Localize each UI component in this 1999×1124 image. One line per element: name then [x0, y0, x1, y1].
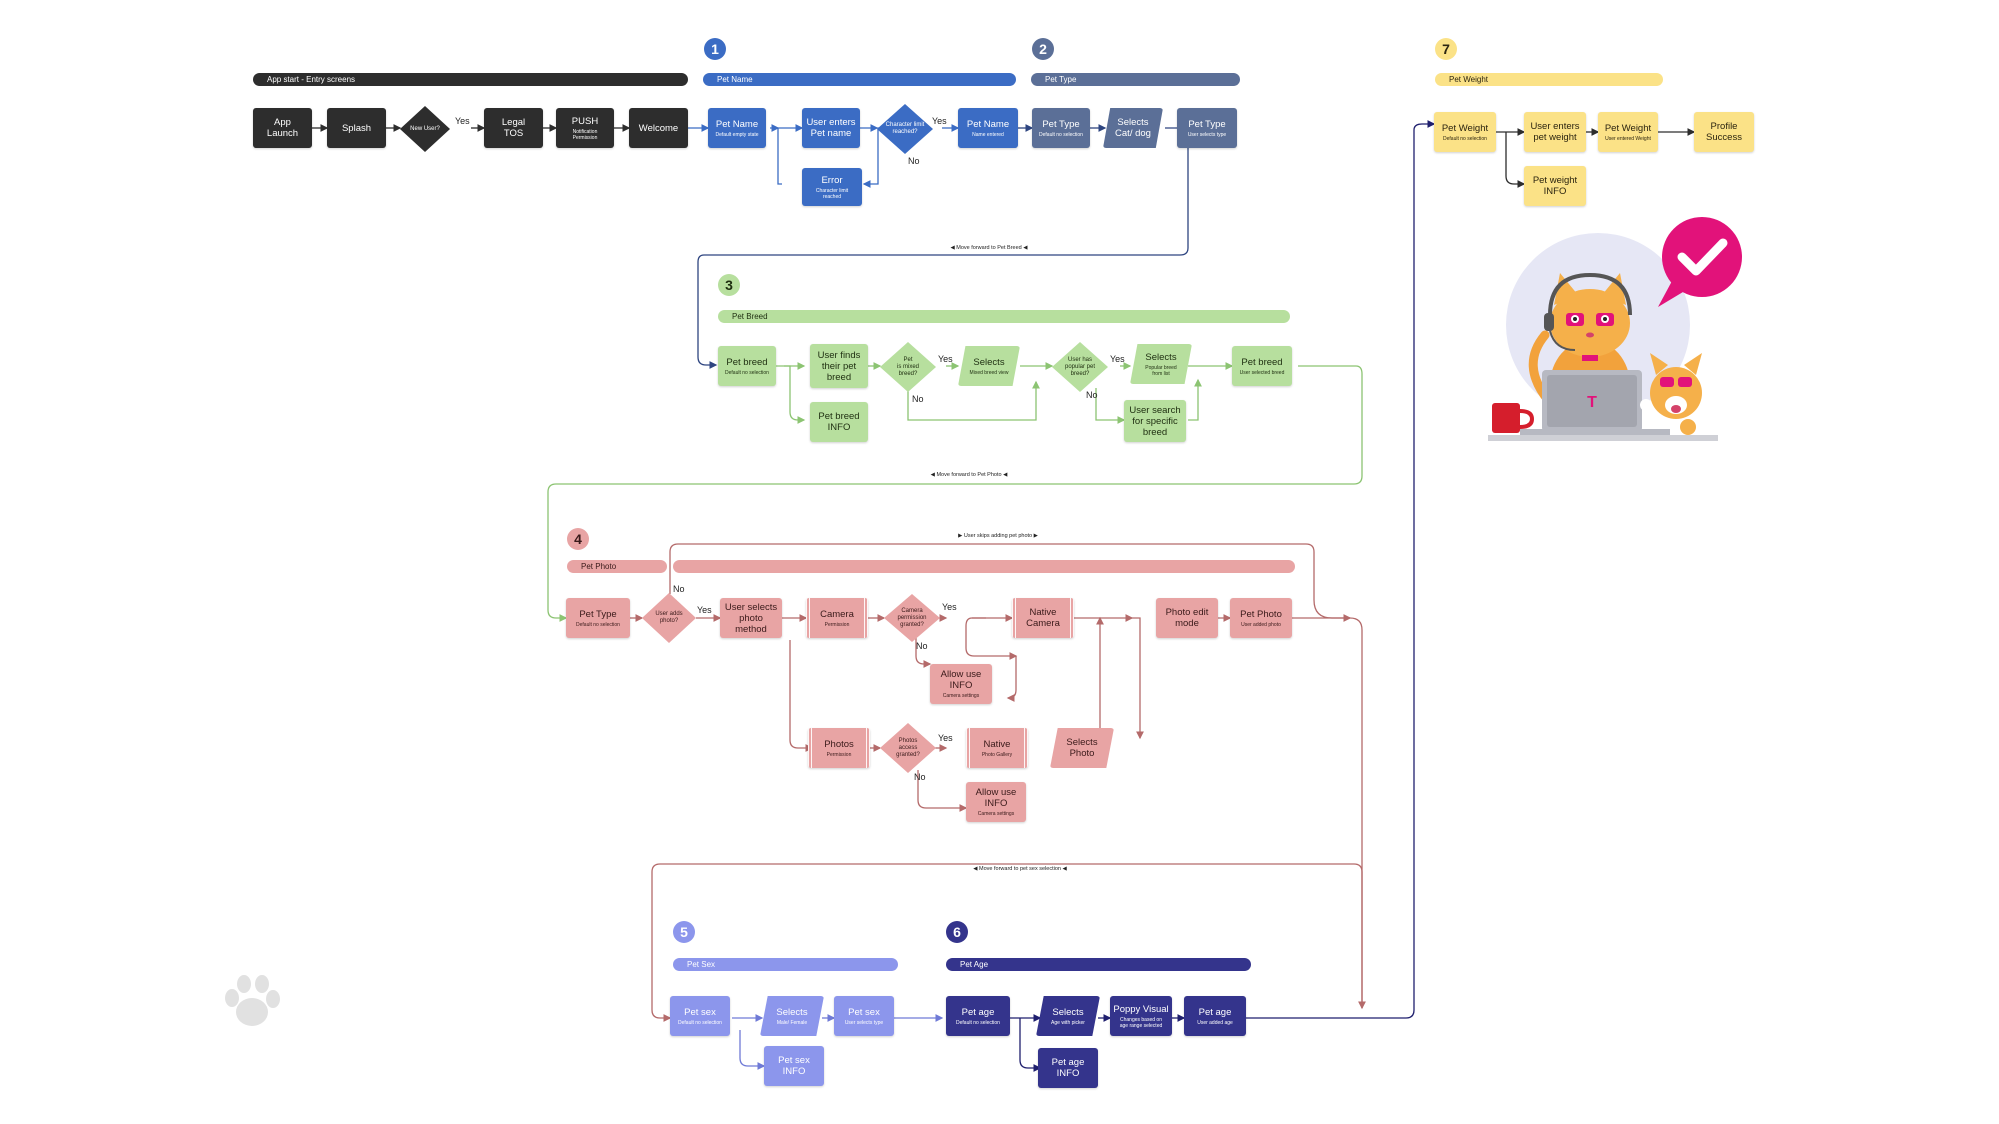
banner-pet-type: Pet Type [1031, 73, 1240, 86]
node-user-search-breed: User search for specific breed [1124, 400, 1186, 442]
banner-pet-sex: Pet Sex [673, 958, 898, 971]
note-move-to-photo: ◀ Move forward to Pet Photo ◀ [930, 472, 1008, 478]
mug [1492, 403, 1535, 433]
node-pet-breed-info: Pet breed INFO [810, 402, 868, 442]
node-pet-sex-info: Pet sex INFO [764, 1046, 824, 1086]
node-selects-cat-dog: Selects Cat/ dog [1103, 108, 1163, 148]
node-welcome: Welcome [629, 108, 688, 148]
section-number-5: 5 [673, 921, 695, 943]
node-pet-weight-info: Pet weight INFO [1524, 166, 1586, 206]
section-number-7: 7 [1435, 38, 1457, 60]
node-user-finds-breed: User finds their pet breed [810, 344, 868, 388]
label-yes-char-limit: Yes [932, 116, 947, 126]
node-splash: Splash [327, 108, 386, 148]
label-yes-photos: Yes [938, 733, 953, 743]
banner-pet-age: Pet Age [946, 958, 1251, 971]
label-no-popular: No [1086, 390, 1098, 400]
banner-pet-photo: Pet Photo [567, 560, 667, 573]
banner-entry: App start - Entry screens [253, 73, 688, 86]
section-number-1: 1 [704, 38, 726, 60]
note-skip-photo: ▶ User skips adding pet photo ▶ [958, 533, 1038, 539]
speech-bubble [1658, 217, 1742, 307]
section-number-6: 6 [946, 921, 968, 943]
node-profile-success: Profile Success [1694, 112, 1754, 152]
banner-pet-name: Pet Name [703, 73, 1016, 86]
node-selects-photo: Selects Photo [1050, 728, 1114, 768]
label-yes-mixed: Yes [938, 354, 953, 364]
label-no-camera: No [916, 641, 928, 651]
check-icon [1677, 238, 1728, 276]
label-no-char-limit: No [908, 156, 920, 166]
node-native-camera: Native Camera [1012, 598, 1074, 638]
node-photo-edit-mode: Photo edit mode [1156, 598, 1218, 638]
label-yes-camera: Yes [942, 602, 957, 612]
note-move-to-breed: ◀ Move forward to Pet Breed ◀ [950, 245, 1028, 251]
node-pet-age-info: Pet age INFO [1038, 1048, 1098, 1088]
section-number-4: 4 [567, 528, 589, 550]
label-yes-popular: Yes [1110, 354, 1125, 364]
label-no-mixed: No [912, 394, 924, 404]
node-user-selects-photo-method: User selects photo method [720, 598, 782, 638]
banner-pet-photo-extension [673, 560, 1295, 573]
paw-icon [225, 975, 280, 1026]
label-no-adds-photo: No [673, 584, 685, 594]
label-no-photos: No [914, 772, 926, 782]
section-number-2: 2 [1032, 38, 1054, 60]
section-number-3: 3 [718, 274, 740, 296]
node-user-enters-pet-name: User enters Pet name [802, 108, 860, 148]
node-app-launch: App Launch [253, 108, 312, 148]
banner-pet-weight: Pet Weight [1435, 73, 1663, 86]
mascot-illustration: T [1488, 217, 1742, 441]
note-move-to-sex: ◀ Move forward to pet sex selection ◀ [973, 866, 1067, 872]
node-user-enters-weight: User enters pet weight [1524, 112, 1586, 152]
t-logo: T [1587, 394, 1597, 411]
label-yes-adds-photo: Yes [697, 605, 712, 615]
banner-pet-breed: Pet Breed [718, 310, 1290, 323]
label-yes-new-user: Yes [455, 116, 470, 126]
node-legal-tos: Legal TOS [484, 108, 543, 148]
